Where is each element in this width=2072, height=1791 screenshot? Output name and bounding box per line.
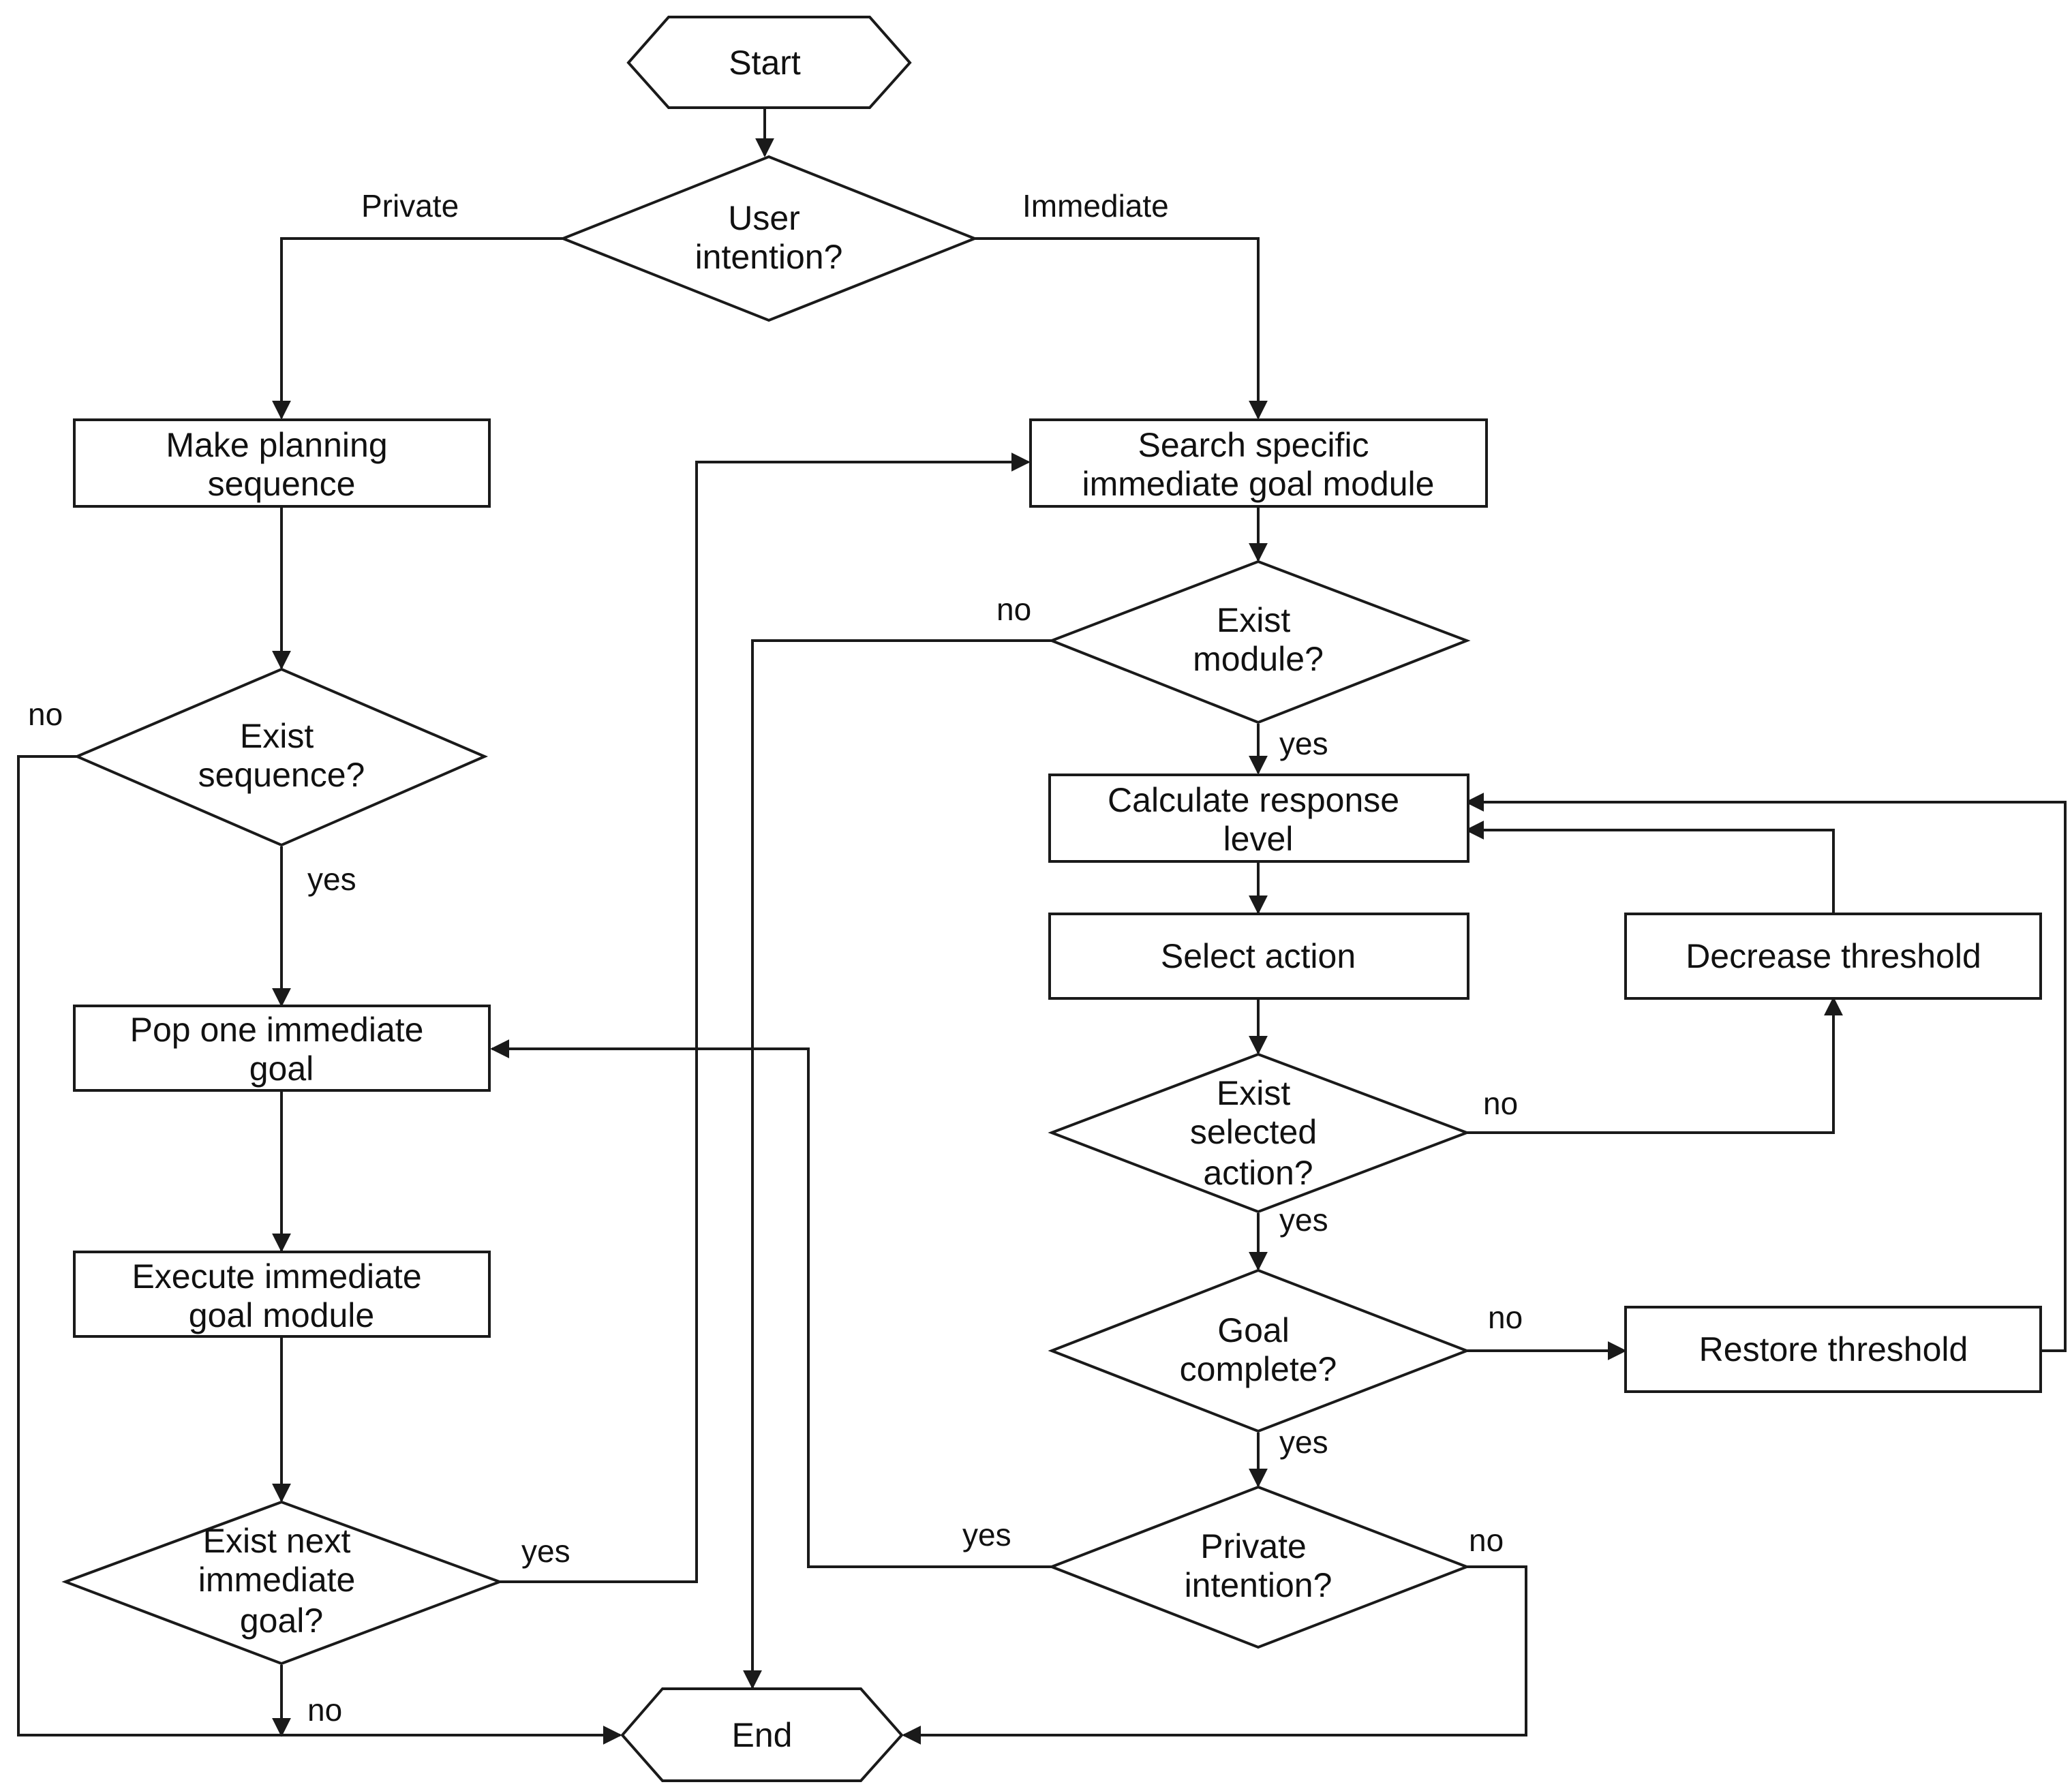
end-label: End xyxy=(732,1716,793,1754)
exist-module-decision: Exist module? xyxy=(1048,560,1471,724)
exist-selected-action-decision: Exist selected action? xyxy=(1048,1052,1471,1214)
pop-goal-label: Pop one immediate goal xyxy=(130,1011,433,1088)
label-complete-no: no xyxy=(1488,1300,1523,1335)
exist-next-goal-label: Exist next immediate goal? xyxy=(198,1522,365,1640)
select-action-label: Select action xyxy=(1161,937,1356,975)
calculate-response-label: Calculate response level xyxy=(1108,781,1409,858)
select-action-box: Select action xyxy=(1048,913,1469,1000)
restore-threshold-label: Restore threshold xyxy=(1699,1330,1968,1368)
start-node: Start xyxy=(626,16,912,109)
edge-next-yes xyxy=(500,453,1031,1583)
search-module-label: Search specific immediate goal module xyxy=(1082,426,1435,503)
label-private-yes: yes xyxy=(962,1517,1011,1552)
execute-module-box: Execute immediate goal module xyxy=(73,1251,491,1338)
exist-next-goal-decision: Exist next immediate goal? xyxy=(61,1500,504,1666)
edge-module-no xyxy=(743,639,1052,1689)
exist-module-label: Exist module? xyxy=(1193,601,1324,678)
make-planning-sequence-box: Make planning sequence xyxy=(73,418,491,508)
label-sequence-no: no xyxy=(28,696,63,732)
exist-sequence-decision: Exist sequence? xyxy=(73,667,489,847)
end-node: End xyxy=(620,1687,904,1782)
edge-intention-immediate xyxy=(975,237,1268,420)
user-intention-decision: User intention? xyxy=(559,155,979,322)
label-selected-no: no xyxy=(1483,1086,1518,1121)
search-module-box: Search specific immediate goal module xyxy=(1029,418,1488,508)
edge-selected-no xyxy=(1467,996,1843,1134)
edge-restore-to-calc xyxy=(1465,793,2067,1352)
label-sequence-yes: yes xyxy=(307,861,356,897)
make-planning-label: Make planning sequence xyxy=(166,426,397,503)
label-private: Private xyxy=(361,188,459,224)
exist-selected-action-label: Exist selected action? xyxy=(1190,1074,1326,1192)
edge-private-no xyxy=(902,1565,1527,1745)
decrease-threshold-box: Decrease threshold xyxy=(1624,913,2042,1000)
edge-decrease-to-calc xyxy=(1465,821,1835,913)
goal-complete-decision: Goal complete? xyxy=(1048,1268,1471,1433)
pop-goal-box: Pop one immediate goal xyxy=(73,1005,491,1092)
edge-sequence-no xyxy=(17,755,622,1745)
execute-module-label: Execute immediate goal module xyxy=(132,1257,431,1334)
calculate-response-box: Calculate response level xyxy=(1048,774,1469,863)
label-complete-yes: yes xyxy=(1279,1424,1328,1460)
start-label: Start xyxy=(729,44,801,82)
user-intention-label: User intention? xyxy=(695,199,843,276)
label-module-yes: yes xyxy=(1279,726,1328,761)
edge-private-yes xyxy=(490,1039,1052,1568)
label-next-yes: yes xyxy=(521,1533,570,1569)
edges xyxy=(17,108,2067,1745)
decrease-threshold-label: Decrease threshold xyxy=(1686,937,1981,975)
exist-sequence-label: Exist sequence? xyxy=(198,717,365,794)
private-intention-decision: Private intention? xyxy=(1048,1485,1471,1649)
label-module-no: no xyxy=(996,592,1031,627)
restore-threshold-box: Restore threshold xyxy=(1624,1306,2042,1393)
private-intention-label: Private intention? xyxy=(1185,1527,1332,1604)
nodes: Start User intention? Make planning sequ… xyxy=(61,16,2042,1782)
goal-complete-label: Goal complete? xyxy=(1180,1311,1337,1388)
label-next-no: no xyxy=(307,1692,342,1728)
edge-labels: Private Immediate no yes no yes no yes n… xyxy=(28,188,1523,1728)
label-selected-yes: yes xyxy=(1279,1202,1328,1238)
label-private-no: no xyxy=(1469,1522,1504,1558)
label-immediate: Immediate xyxy=(1022,188,1169,224)
edge-intention-private xyxy=(272,237,563,420)
